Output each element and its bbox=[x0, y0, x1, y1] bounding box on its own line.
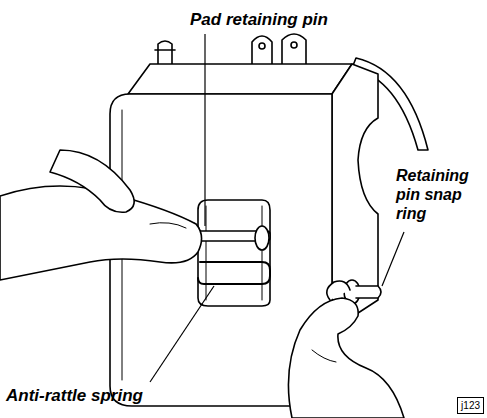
leader-line bbox=[382, 232, 404, 286]
leader-line bbox=[150, 286, 214, 382]
caliper-top bbox=[128, 64, 352, 94]
mounting-lug bbox=[252, 36, 272, 66]
left-finger bbox=[50, 150, 134, 212]
mounting-lug bbox=[282, 34, 306, 66]
right-thumb bbox=[327, 281, 350, 300]
right-hand bbox=[288, 298, 404, 418]
leader-line bbox=[204, 34, 205, 226]
part-label: Pad retaining pin bbox=[190, 10, 380, 30]
figure-id-box: j123 bbox=[457, 397, 484, 414]
figure-id: j123 bbox=[461, 400, 480, 411]
pin-end bbox=[356, 286, 381, 298]
pad-window bbox=[198, 200, 270, 306]
part-label: Retaining pin snap ring bbox=[396, 166, 482, 224]
bleed-screw bbox=[158, 41, 172, 66]
anti-rattle-spring bbox=[198, 262, 270, 284]
part-label: Anti-rattle spring bbox=[6, 386, 206, 406]
